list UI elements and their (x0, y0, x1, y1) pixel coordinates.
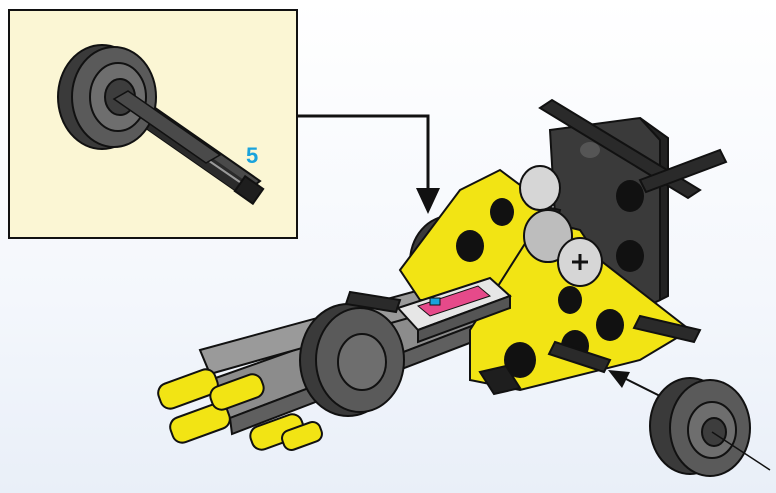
loose-wheel-part (650, 378, 770, 476)
callout-arrow (298, 116, 440, 214)
wheel-left-part (300, 304, 404, 416)
